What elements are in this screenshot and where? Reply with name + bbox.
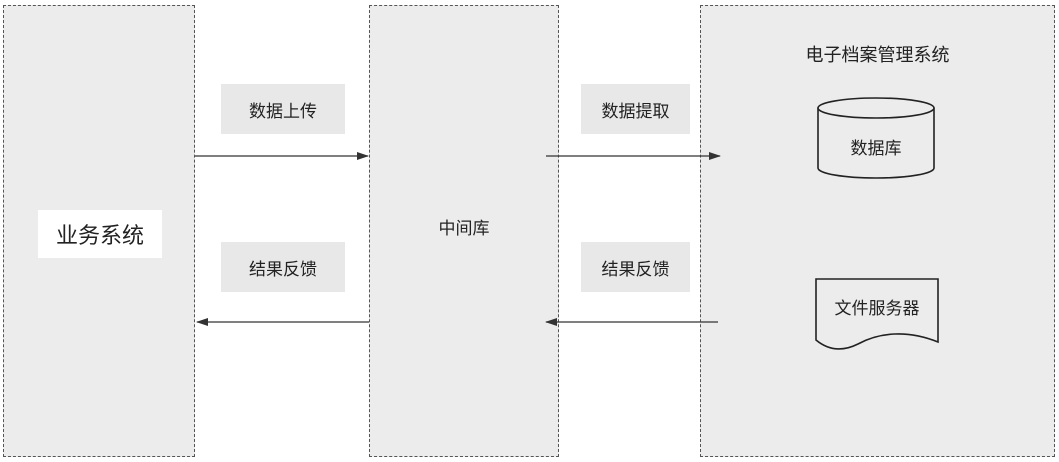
file-server-document-icon [815, 278, 939, 350]
flow-label-feedback-right: 结果反馈 [581, 242, 690, 292]
archive-system-box [700, 5, 1055, 457]
flow-label-feedback-left: 结果反馈 [221, 242, 345, 292]
database-label: 数据库 [850, 138, 902, 159]
business-system-label: 业务系统 [38, 210, 162, 258]
archive-system-title: 电子档案管理系统 [805, 45, 950, 66]
middle-database-label: 中间库 [438, 218, 490, 239]
middle-database-box [369, 5, 559, 457]
flow-label-extract: 数据提取 [581, 84, 690, 134]
database-cylinder-icon [817, 97, 935, 179]
flow-label-upload: 数据上传 [221, 84, 345, 134]
file-server-label: 文件服务器 [834, 298, 920, 319]
